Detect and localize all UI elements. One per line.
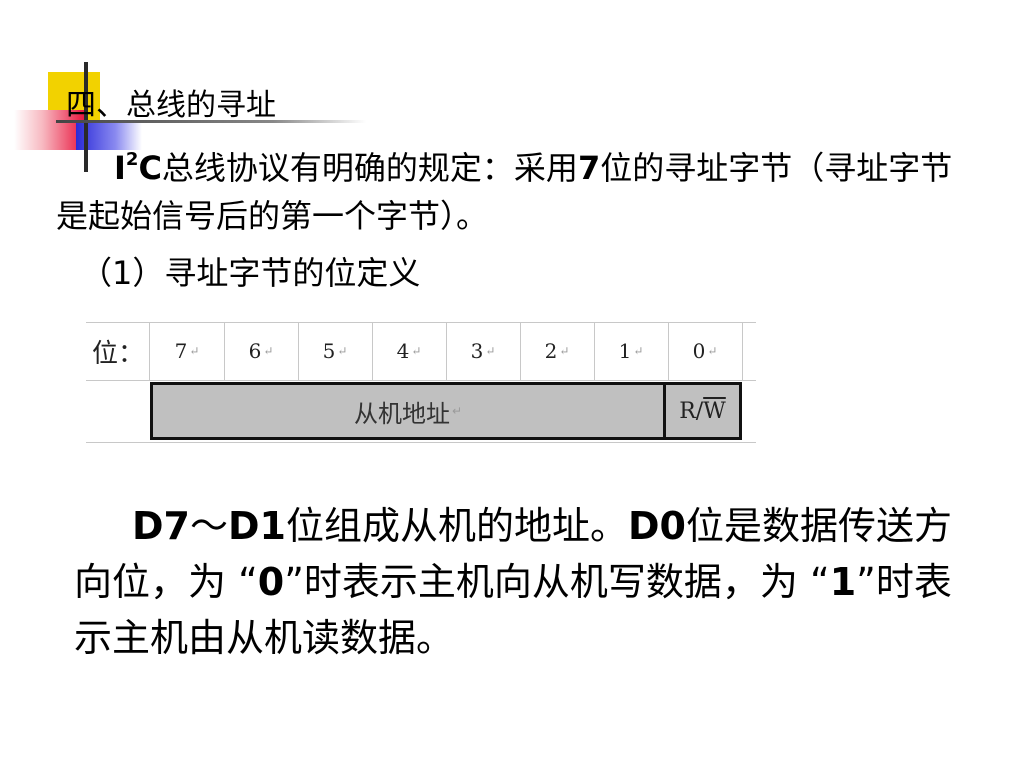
desc-t1: 位组成从机的地址。 — [285, 504, 628, 548]
slave-address-field: 从机地址↵ — [150, 382, 666, 440]
bit-cell-5: 5↵ — [298, 322, 373, 380]
desc-t2: 位是数据传送方向位，为 “ — [74, 504, 952, 604]
desc-tilde: ～ — [189, 504, 228, 548]
decor-red-gradient — [14, 110, 86, 150]
bit-cell-7: 7↵ — [150, 322, 225, 380]
bit-cell-0: 0↵ — [668, 322, 743, 380]
bit-number-row: 位： 7↵ 6↵ 5↵ 4↵ 3↵ 2↵ 1↵ 0↵ — [86, 322, 756, 382]
bit-row-label: 位： — [86, 322, 150, 380]
bit-cell-6: 6↵ — [224, 322, 299, 380]
bit-cell-2: 2↵ — [520, 322, 595, 380]
intro-sup: 2 — [125, 149, 139, 170]
field-row: 从机地址↵ R/W — [86, 380, 756, 444]
intro-i: I — [114, 149, 126, 187]
decor-vertical-line — [84, 62, 88, 172]
desc-t4: ”时表示主机由从机读数据。 — [74, 560, 952, 660]
bit-definition-table: 位： 7↵ 6↵ 5↵ 4↵ 3↵ 2↵ 1↵ 0↵ 从机地址↵ R/W — [86, 322, 756, 444]
desc-t3: ”时表示主机向从机写数据，为 “ — [284, 560, 830, 604]
desc-d0: D0 — [628, 504, 686, 548]
slide-title: 四、总线的寻址 — [66, 88, 276, 123]
intro-num7: 7 — [577, 149, 601, 187]
desc-d7: D7 — [132, 504, 190, 548]
bit-cell-1: 1↵ — [594, 322, 669, 380]
description-paragraph: D7～D1位组成从机的地址。D0位是数据传送方向位，为 “0”时表示主机向从机写… — [74, 498, 974, 666]
intro-text1: 总线协议有明确的规定：采用 — [161, 149, 578, 187]
intro-text2: 位的寻址字节（寻址字节是起始信号后的第一个字节）。 — [56, 149, 953, 235]
bit-cell-3: 3↵ — [446, 322, 521, 380]
intro-paragraph: I2C总线协议有明确的规定：采用7位的寻址字节（寻址字节是起始信号后的第一个字节… — [56, 144, 956, 240]
intro-c: C — [138, 149, 162, 187]
desc-zero: 0 — [257, 560, 285, 604]
bit-cell-4: 4↵ — [372, 322, 447, 380]
decor-horizontal-line — [56, 120, 366, 123]
rw-bit-field: R/W — [666, 382, 742, 440]
desc-one: 1 — [829, 560, 857, 604]
desc-d1: D1 — [228, 504, 286, 548]
subheading: （1）寻址字节的位定义 — [80, 254, 421, 292]
